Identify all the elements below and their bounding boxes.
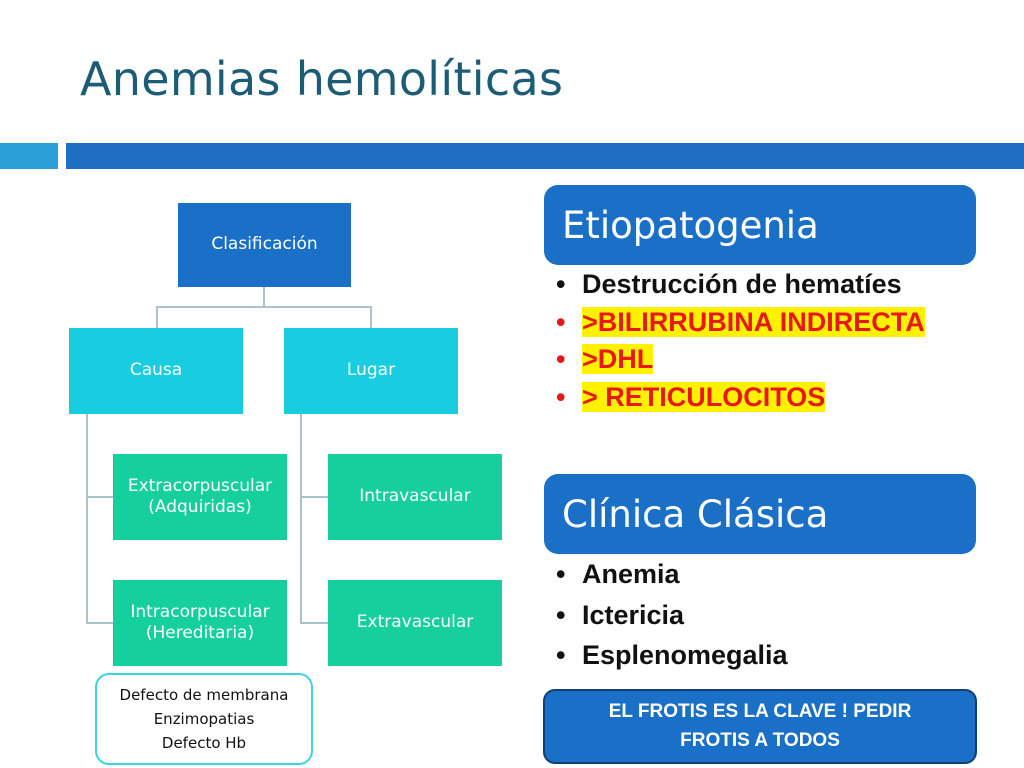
bullet-icon: •: [556, 599, 566, 630]
accent-bar-small: [0, 143, 58, 169]
node-extravascular: Extravascular: [328, 580, 502, 666]
list-item: • > RETICULOCITOS: [556, 382, 976, 413]
node-extracorpuscular: Extracorpuscular (Adquiridas): [113, 454, 287, 540]
clinica-list: • Anemia • Ictericia • Esplenomegalia: [556, 559, 788, 682]
list-item: • Destrucción de hematíes: [556, 269, 976, 300]
etiopatogenia-list: • Destrucción de hematíes • >BILIRRUBINA I…: [556, 269, 976, 421]
node-clasificacion: Clasificación: [178, 203, 351, 287]
bullet-icon: •: [556, 559, 566, 589]
bullet-text: Esplenomegalia: [582, 640, 788, 671]
list-item: • >BILIRRUBINA INDIRECTA: [556, 306, 976, 338]
connector-line: [300, 414, 302, 623]
list-item: • >DHL: [556, 344, 976, 375]
connector-line: [300, 496, 328, 498]
highlighted-text: >DHL: [582, 344, 654, 375]
bullet-text: > RETICULOCITOS: [582, 382, 826, 413]
note-line: Defecto de membrana: [119, 686, 289, 704]
highlighted-text: >BILIRRUBINA INDIRECTA: [582, 306, 925, 337]
bullet-text: Ictericia: [582, 599, 685, 630]
connector-line: [156, 306, 158, 328]
frotis-callout: EL FROTIS ES LA CLAVE ! PEDIR FROTIS A T…: [543, 689, 977, 764]
connector-line: [86, 496, 113, 498]
bullet-icon: •: [556, 382, 566, 413]
node-intracorpuscular: Intracorpuscular (Hereditaria): [113, 580, 287, 666]
bullet-text: Anemia: [582, 559, 680, 589]
list-item: • Esplenomegalia: [556, 641, 788, 671]
bullet-icon: •: [556, 640, 566, 671]
etiopatogenia-header: Etiopatogenia: [544, 185, 976, 265]
bullet-icon: •: [556, 344, 566, 375]
bullet-text: Destrucción de hematíes: [582, 269, 902, 299]
accent-bar-main: [66, 143, 1024, 169]
note-line: Enzimopatias: [153, 710, 255, 728]
slide-title: Anemias hemolíticas: [80, 52, 564, 106]
connector-line: [300, 622, 328, 624]
highlighted-text: > RETICULOCITOS: [582, 382, 826, 413]
clinica-header: Clínica Clásica: [544, 474, 976, 554]
connector-line: [263, 287, 265, 307]
callout-line: EL FROTIS ES LA CLAVE ! PEDIR: [608, 701, 912, 722]
node-causa: Causa: [69, 328, 243, 414]
list-item: • Anemia: [556, 559, 788, 590]
note-box: Defecto de membrana Enzimopatias Defecto…: [95, 673, 313, 765]
bullet-text: >BILIRRUBINA INDIRECTA: [582, 306, 925, 338]
connector-line: [370, 306, 372, 328]
note-line: Defecto Hb: [161, 734, 247, 752]
bullet-text: >DHL: [582, 344, 654, 375]
node-intravascular: Intravascular: [328, 454, 502, 540]
node-lugar: Lugar: [284, 328, 458, 414]
callout-line: FROTIS A TODOS: [680, 729, 840, 751]
bullet-icon: •: [556, 306, 566, 337]
connector-line: [86, 414, 88, 623]
connector-line: [86, 622, 113, 624]
bullet-icon: •: [556, 269, 566, 299]
list-item: • Ictericia: [556, 599, 788, 631]
connector-line: [156, 306, 372, 308]
